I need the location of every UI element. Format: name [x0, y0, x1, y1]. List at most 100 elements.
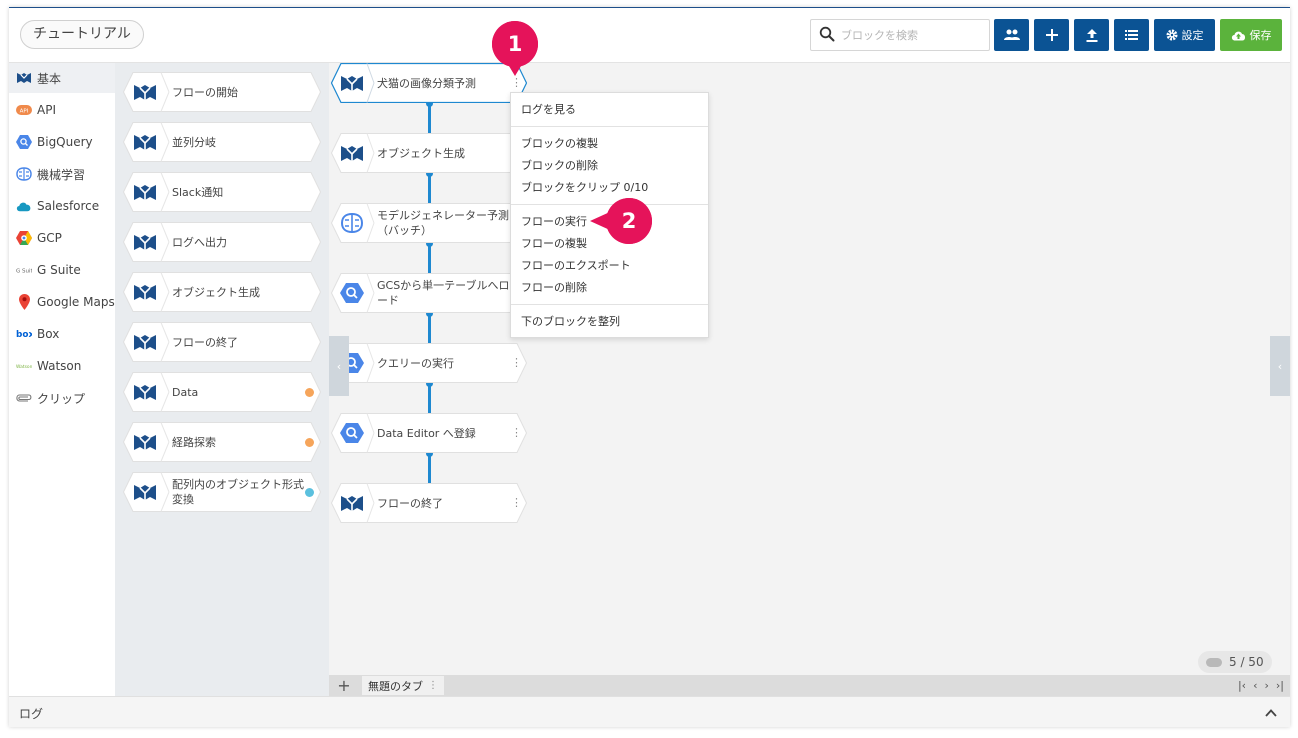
category-label: Salesforce [37, 199, 100, 213]
block-search[interactable] [810, 19, 990, 51]
settings-button[interactable]: 設定 [1154, 19, 1215, 51]
menu-divider [511, 304, 708, 305]
palette-block-object-create[interactable]: オブジェクト生成 [123, 272, 321, 312]
category-watson[interactable]: Watson Watson [9, 351, 115, 381]
palette-block-array-convert[interactable]: 配列内のオブジェクト形式変換 [123, 472, 321, 512]
basic-block-icon [134, 285, 156, 300]
flow-block[interactable]: Data Editor へ登録 ⋮ [331, 413, 527, 453]
block-menu-icon[interactable]: ⋮ [511, 426, 522, 439]
basic-block-icon [134, 485, 156, 500]
block-menu-icon[interactable]: ⋮ [511, 76, 522, 89]
tab-untitled[interactable]: 無題のタブ ⋮ [362, 676, 444, 695]
palette-block-route-search[interactable]: 経路探索 [123, 422, 321, 462]
gear-icon [1166, 29, 1177, 41]
block-label: クエリーの実行 [377, 356, 454, 370]
flow-block[interactable]: フローの終了 ⋮ [331, 483, 527, 523]
palette-block-slack[interactable]: Slack通知 [123, 172, 321, 212]
category-google-maps[interactable]: Google Maps [9, 287, 115, 317]
category-bigquery[interactable]: BigQuery [9, 127, 115, 157]
share-button[interactable] [994, 19, 1029, 51]
connector-line [428, 453, 431, 483]
bigquery-icon [340, 423, 364, 443]
menu-item-duplicate-block[interactable]: ブロックの複製 [521, 137, 598, 150]
menu-item-duplicate-flow[interactable]: フローの複製 [521, 237, 587, 250]
expand-right-panel-button[interactable]: ‹ [1270, 336, 1290, 396]
bigquery-icon [16, 134, 32, 150]
menu-item-export-flow[interactable]: フローのエクスポート [521, 259, 631, 272]
flow-block[interactable]: GCSから単一テーブルへロード [331, 273, 527, 313]
block-count-icon [1206, 657, 1222, 667]
palette-block-flow-end[interactable]: フローの終了 [123, 322, 321, 362]
block-menu-icon[interactable]: ⋮ [511, 496, 522, 509]
flow-block[interactable]: モデルジェネレーター予測（バッチ） [331, 203, 527, 243]
log-panel-bar[interactable]: ログ [9, 696, 1290, 727]
basic-block-icon [134, 235, 156, 250]
list-button[interactable] [1114, 19, 1149, 51]
category-machine-learning[interactable]: 機械学習 [9, 159, 115, 189]
next-tab-icon[interactable]: › [1264, 679, 1269, 692]
api-icon: API [16, 102, 32, 118]
add-tab-button[interactable]: + [337, 676, 351, 695]
category-box[interactable]: box Box [9, 319, 115, 349]
connector-line [428, 313, 431, 343]
flow-block-selected[interactable]: 犬猫の画像分類予測 ⋮ [331, 63, 527, 103]
block-label: 並列分岐 [172, 135, 216, 149]
category-gsuite[interactable]: G Suite G Suite [9, 255, 115, 285]
svg-text:API: API [20, 108, 29, 114]
list-icon [1125, 30, 1138, 40]
category-label: Google Maps [37, 295, 115, 309]
chevron-up-icon[interactable] [1264, 706, 1278, 720]
block-label: 犬猫の画像分類予測 [377, 76, 476, 90]
header: チュートリアル [9, 8, 1290, 63]
category-label: 基本 [37, 71, 62, 86]
users-icon [1003, 29, 1020, 40]
menu-item-clip-block[interactable]: ブロックをクリップ 0/10 [521, 181, 649, 194]
block-label: Data Editor へ登録 [377, 426, 476, 440]
palette-block-log-output[interactable]: ログへ出力 [123, 222, 321, 262]
info-badge [305, 488, 314, 497]
tab-bar: + 無題のタブ ⋮ |‹ ‹ › ›| [329, 675, 1290, 696]
flow-title[interactable]: チュートリアル [20, 20, 144, 49]
save-button[interactable]: 保存 [1220, 19, 1282, 51]
watson-logo-icon: Watson [16, 358, 32, 374]
menu-item-delete-flow[interactable]: フローの削除 [521, 281, 587, 294]
first-tab-icon[interactable]: |‹ [1237, 679, 1247, 692]
palette-block-flow-start[interactable]: フローの開始 [123, 72, 321, 112]
menu-divider [511, 204, 708, 205]
palette-block-parallel-branch[interactable]: 並列分岐 [123, 122, 321, 162]
tab-label: 無題のタブ [368, 679, 423, 693]
collapse-palette-button[interactable]: ‹ [329, 336, 349, 396]
menu-item-view-log[interactable]: ログを見る [521, 103, 576, 116]
beta-badge [305, 388, 314, 397]
tab-menu-icon[interactable]: ⋮ [428, 680, 438, 691]
category-clip[interactable]: クリップ [9, 383, 115, 413]
search-icon [819, 26, 835, 42]
svg-text:G Suite: G Suite [16, 269, 32, 275]
flow-block[interactable]: クエリーの実行 ⋮ [331, 343, 527, 383]
category-api[interactable]: API API [9, 95, 115, 125]
category-salesforce[interactable]: Salesforce [9, 191, 115, 221]
category-basic[interactable]: 基本 [9, 63, 115, 93]
block-menu-icon[interactable]: ⋮ [511, 356, 522, 369]
connector-dot [426, 240, 433, 247]
last-tab-icon[interactable]: ›| [1275, 679, 1284, 692]
callout-2: 2 [606, 198, 652, 244]
prev-tab-icon[interactable]: ‹ [1253, 679, 1258, 692]
category-gcp[interactable]: GCP [9, 223, 115, 253]
category-label: API [37, 103, 56, 117]
chevron-left-icon: ‹ [336, 359, 342, 373]
menu-item-align-below[interactable]: 下のブロックを整列 [521, 315, 620, 328]
upload-button[interactable] [1074, 19, 1109, 51]
plus-icon [1045, 29, 1058, 41]
search-input[interactable] [841, 25, 985, 45]
category-label: Watson [37, 359, 82, 373]
menu-item-delete-block[interactable]: ブロックの削除 [521, 159, 598, 172]
add-button[interactable] [1034, 19, 1069, 51]
basic-block-icon [134, 185, 156, 200]
flow-block[interactable]: オブジェクト生成 [331, 133, 527, 173]
flow-canvas[interactable]: 犬猫の画像分類予測 ⋮ オブジェクト生成 モデルジェネレーター予測（バッチ） G… [329, 63, 1290, 675]
beta-badge [305, 438, 314, 447]
menu-item-run-flow[interactable]: フローの実行 [521, 215, 587, 228]
palette-block-data[interactable]: Data [123, 372, 321, 412]
block-count-badge: 5 / 50 [1198, 651, 1272, 673]
